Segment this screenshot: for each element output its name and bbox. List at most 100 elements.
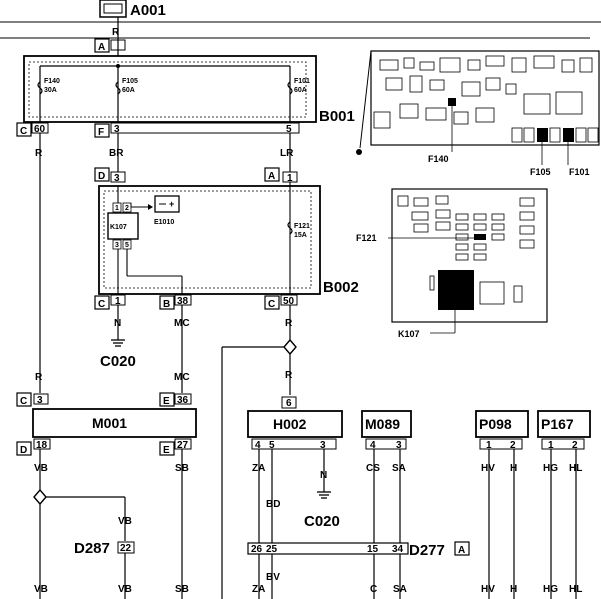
wire-br-label: BR xyxy=(109,148,124,159)
relay-pin-5: 5 xyxy=(125,242,129,249)
connector-b-b002-label: B xyxy=(163,299,170,310)
fuse-f105-name: F105 xyxy=(122,78,138,85)
relay-pin-3-box xyxy=(112,239,122,250)
pin-27: 27 xyxy=(177,440,189,451)
connector-d-m001 xyxy=(16,441,32,456)
connector-c-m001 xyxy=(16,392,32,407)
m089-pin-4: 4 xyxy=(370,440,376,451)
pin-1-b002: 1 xyxy=(287,173,293,184)
b002-outline xyxy=(98,185,321,295)
wire-cs-label: CS xyxy=(366,463,380,474)
pin-36-box xyxy=(174,393,192,405)
wire-hv-label-2: HV xyxy=(481,584,495,595)
fuse-f101-location xyxy=(563,128,574,142)
battery-a001: A001 xyxy=(99,0,166,19)
module-p098-label: P098 xyxy=(479,416,512,432)
wire-hg-label-2: HG xyxy=(543,584,558,595)
m089-pin-3: 3 xyxy=(396,440,402,451)
wire-c60-label: R xyxy=(35,148,43,159)
module-m089-label: M089 xyxy=(365,416,400,432)
wire-n-label: N xyxy=(114,318,121,329)
pin-60: 60 xyxy=(34,124,46,135)
connector-a-d277 xyxy=(454,541,470,556)
pin-3-m001-box xyxy=(33,393,49,405)
pin-18: 18 xyxy=(36,440,48,451)
pin-3-m001: 3 xyxy=(37,395,43,406)
d277-strip xyxy=(247,542,409,555)
m089-pin-strip xyxy=(365,438,407,450)
b001-outline xyxy=(23,55,317,123)
wire-lr-label: LR xyxy=(280,148,294,159)
wire-za-label-1: ZA xyxy=(252,463,265,474)
connector-d-b002-label: D xyxy=(98,171,105,182)
callout-f121: F121 xyxy=(356,233,377,243)
fuse-f121-location xyxy=(474,234,486,240)
d277-pin-25: 25 xyxy=(266,544,278,555)
wire-mc-label-2: MC xyxy=(174,372,190,383)
connector-e-m001 xyxy=(159,392,175,407)
wire-bv-label: BV xyxy=(266,572,280,583)
connector-d-m001-label: D xyxy=(20,445,27,456)
module-h002 xyxy=(247,410,343,438)
d277-pin-34: 34 xyxy=(392,544,404,555)
junction-vb xyxy=(33,488,47,506)
pin-3-b002-box xyxy=(110,171,126,183)
callout-f101: F101 xyxy=(569,167,590,177)
pin-1-c: 1 xyxy=(115,296,121,307)
e1010-label: E1010 xyxy=(154,219,174,226)
pin-6-box xyxy=(281,396,297,409)
fuse-f140-rating: 30A xyxy=(44,87,57,94)
connector-a-top xyxy=(94,38,110,53)
connector-f-b001-label: F xyxy=(98,127,104,138)
pin-18-box xyxy=(33,438,51,450)
ground-icon-2 xyxy=(317,491,331,499)
h002-pin-3: 3 xyxy=(320,440,326,451)
wire-za-label-2: ZA xyxy=(252,584,265,595)
relay-box-location-drawing xyxy=(388,188,548,334)
connector-f-b001 xyxy=(94,123,110,138)
module-p167 xyxy=(537,410,591,438)
relay-arrow xyxy=(148,204,153,210)
connector-c-m001-label: C xyxy=(20,396,27,407)
pin-5-b001: 5 xyxy=(286,124,292,135)
pin-50-box xyxy=(280,294,298,306)
connector-b-b002 xyxy=(159,295,175,310)
battery-label: A001 xyxy=(130,2,166,19)
module-m001-label: M001 xyxy=(92,415,127,431)
module-m089 xyxy=(361,410,412,438)
fuse-f105-location xyxy=(537,128,548,142)
module-m001 xyxy=(32,408,197,438)
pin-36: 36 xyxy=(177,395,189,406)
relay-pin-2: 2 xyxy=(125,205,129,212)
connector-c-b002-label: C xyxy=(98,299,105,310)
wire-r-m001-label: R xyxy=(35,372,43,383)
pin-22: 22 xyxy=(120,543,132,554)
d287-label: D287 xyxy=(74,540,110,557)
p167-pin-2: 2 xyxy=(572,440,578,451)
b002-label: B002 xyxy=(323,279,359,296)
ground-icon xyxy=(111,339,125,347)
fuse-f140-symbol xyxy=(37,81,43,95)
wire-hl-label-1: HL xyxy=(569,463,582,474)
wire-bd-label: BD xyxy=(266,499,280,510)
connector-c2-b002 xyxy=(264,295,280,310)
pin-6: 6 xyxy=(286,398,292,409)
fuse-f101-name: F101 xyxy=(294,78,310,85)
e1010-icon xyxy=(154,195,180,213)
relay-k107 xyxy=(107,212,139,240)
b001-output-strip xyxy=(110,122,300,134)
fuse-box-b001: F140 30A F105 60A F101 60A xyxy=(23,55,317,123)
callout-f105: F105 xyxy=(530,167,551,177)
connector-c2-b002-label: C xyxy=(268,299,275,310)
connector-c-b002 xyxy=(94,295,110,310)
wire-r-h002-label: R xyxy=(285,370,293,381)
wire-vb-label-4: VB xyxy=(118,584,132,595)
wire-vb-label-3: VB xyxy=(34,584,48,595)
junction-r-1 xyxy=(283,338,297,356)
pin-38-box xyxy=(174,294,192,306)
fuse-f105-symbol xyxy=(115,81,121,95)
connector-c-b001-label: C xyxy=(20,126,27,137)
connector-e2-m001 xyxy=(159,441,175,456)
callout-f140: F140 xyxy=(428,154,449,164)
